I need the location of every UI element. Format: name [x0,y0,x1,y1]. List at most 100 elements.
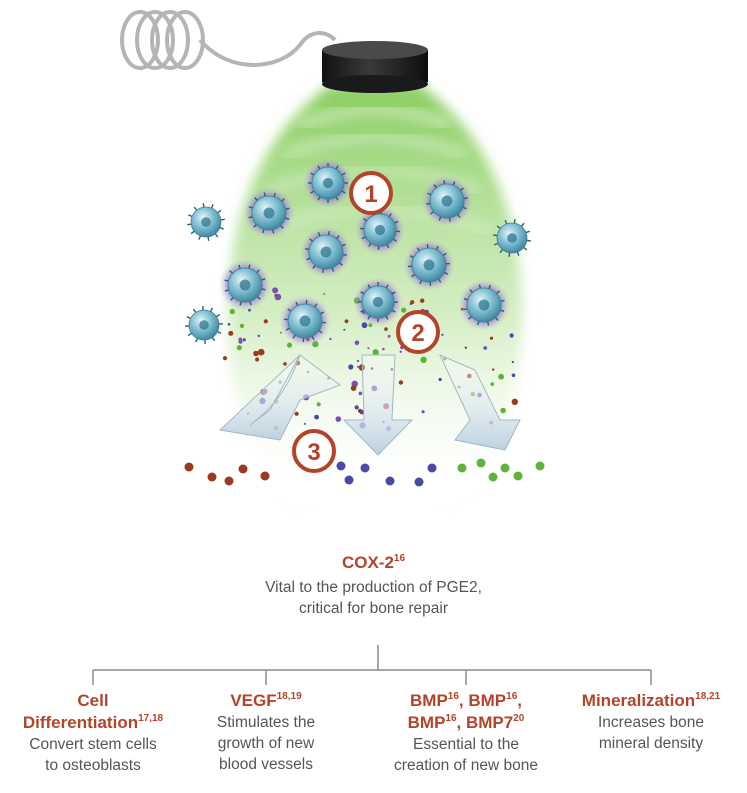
column-mineralization: Mineralization18,21 Increases bone miner… [560,690,742,754]
bmp-title-line-1: BMP16, BMP16, [366,690,566,712]
tree-connector [92,645,652,685]
bmp-ref-2: 16 [506,691,518,702]
particle [358,391,363,396]
vegf-desc-line-3: blood vessels [219,756,313,773]
cells-layer [184,158,531,347]
particle [239,323,245,329]
bmp-desc-line-2: creation of new bone [394,757,538,774]
cell [187,203,225,241]
particle [409,302,413,306]
column-cell-differentiation: Cell Differentiation17,18 Convert stem c… [8,690,178,776]
cell-diff-desc-line-2: to osteoblasts [45,757,141,774]
particle [229,308,235,315]
particle [385,476,395,486]
column-bmp: BMP16, BMP16, BMP16, BMP720 Essential to… [366,690,566,776]
particle [257,348,265,356]
particle [336,461,346,471]
vegf-desc-line-2: growth of new [217,735,315,752]
transducer-head [322,41,428,93]
particle [500,407,506,414]
cox2-title: COX-216 [0,553,747,573]
column-vegf: VEGF18,19 Stimulates the growth of new b… [191,690,341,775]
particle [372,349,379,356]
particle [343,328,346,331]
particle [274,294,277,297]
transducer-cable [120,10,337,70]
vegf-ref: 18,19 [276,691,302,702]
particle [367,347,370,350]
activated-cell [300,226,352,278]
bmp7-text: , BMP7 [456,713,514,732]
particle [344,319,349,324]
particle [511,373,516,378]
particle [348,364,354,370]
particle [488,472,498,482]
particle [263,319,268,324]
particle [360,463,370,473]
particle [228,330,234,336]
vegf-title-text: VEGF [230,691,277,710]
particle [236,345,242,351]
cell-diff-title-line-1: Cell [77,691,109,710]
particle [398,380,404,385]
particle [279,331,282,334]
cox2-ref: 16 [393,553,406,564]
bmp-ref-3: 16 [445,713,457,724]
particle [382,347,385,351]
vegf-title: VEGF18,19 [191,690,341,712]
particle [464,346,467,349]
flow-arrow-center [342,354,414,456]
bmp-text-2: , BMP [458,691,507,710]
activated-cell [243,187,295,239]
activated-cell [355,205,405,255]
particle [184,462,194,472]
cox2-desc-line-2: critical for bone repair [298,600,449,617]
particle [272,287,279,294]
particle [513,471,523,481]
particle [227,323,231,326]
particle [492,368,495,371]
step-label-3: 3 [307,439,320,466]
mineralization-ref: 18,21 [695,691,721,702]
cell [184,305,224,345]
particle [283,362,287,366]
bmp-text-3: BMP [407,713,446,732]
bmp-text-1: BMP [410,691,448,710]
cell-diff-title-text: Differentiation [22,713,139,732]
particle [323,292,326,295]
particle [357,408,363,413]
cell [493,219,531,257]
particle [238,337,243,342]
flow-arrows [218,354,521,456]
bmp-title-line-2: BMP16, BMP720 [366,712,566,734]
particle [420,298,425,303]
cell-diff-title-line-2: Differentiation17,18 [8,712,178,734]
flow-arrow-right [439,354,521,451]
step-marker-3: 3 [292,429,336,473]
flow-arrow-left [218,354,342,441]
particle [399,350,402,353]
cox2-title-text: COX-2 [341,553,394,572]
bmp-comma: , [517,691,522,710]
particle [427,463,437,473]
particle [354,405,359,410]
particle [354,340,360,346]
particle [414,477,424,487]
particle [420,356,427,363]
particle [490,382,495,386]
particle [335,416,342,422]
particle [255,357,260,362]
cox2-block: COX-216 Vital to the production of PGE2,… [0,553,747,619]
bmp7-ref: 20 [513,713,525,724]
particle [457,463,467,473]
particle [509,333,514,338]
particle [207,472,217,482]
activated-cell [421,175,473,227]
particle [286,342,293,348]
particle [441,333,444,336]
particle [421,410,425,414]
step-label-1: 1 [364,181,377,208]
particle [253,350,259,357]
particle [242,338,246,342]
bmp-ref-1: 16 [447,691,459,702]
